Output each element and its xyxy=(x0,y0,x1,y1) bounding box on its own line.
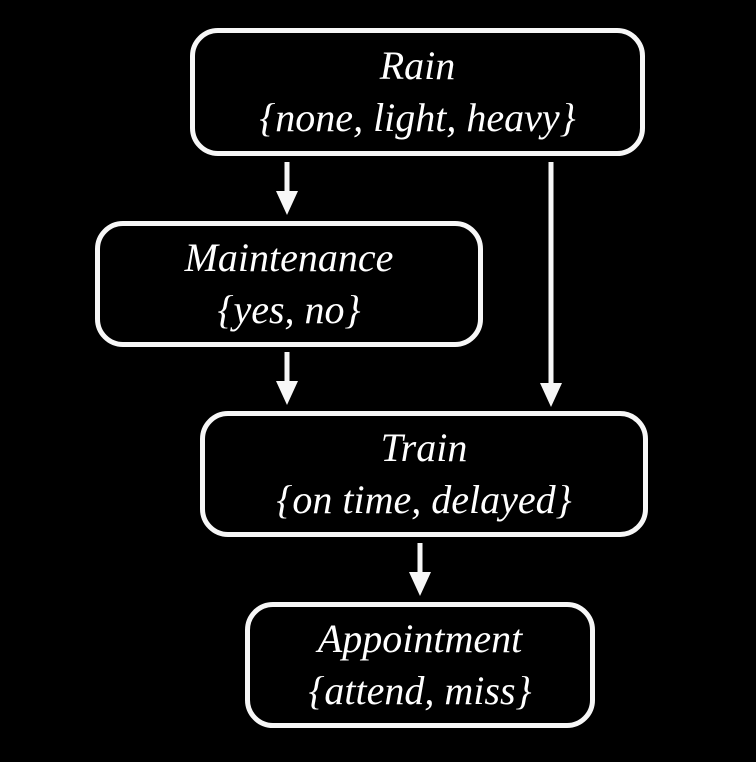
node-rain-values: {none, light, heavy} xyxy=(259,95,576,140)
node-appointment: Appointment {attend, miss} xyxy=(245,602,595,728)
node-maintenance: Maintenance {yes, no} xyxy=(95,221,483,347)
node-train-label: Train xyxy=(380,425,468,470)
node-appointment-label: Appointment xyxy=(317,616,523,661)
edge-maintenance-to-train-arrow xyxy=(276,352,298,405)
edge-rain-to-maintenance-arrow xyxy=(276,162,298,215)
node-rain-label: Rain xyxy=(379,43,456,88)
edge-train-to-appointment-arrow xyxy=(409,543,431,596)
node-train: Train {on time, delayed} xyxy=(200,411,648,537)
node-rain: Rain {none, light, heavy} xyxy=(190,28,645,156)
node-maintenance-label: Maintenance xyxy=(184,235,394,280)
edge-rain-to-train-arrow xyxy=(540,162,562,407)
node-train-values: {on time, delayed} xyxy=(276,477,572,522)
node-maintenance-values: {yes, no} xyxy=(217,287,361,332)
node-appointment-values: {attend, miss} xyxy=(308,668,532,713)
